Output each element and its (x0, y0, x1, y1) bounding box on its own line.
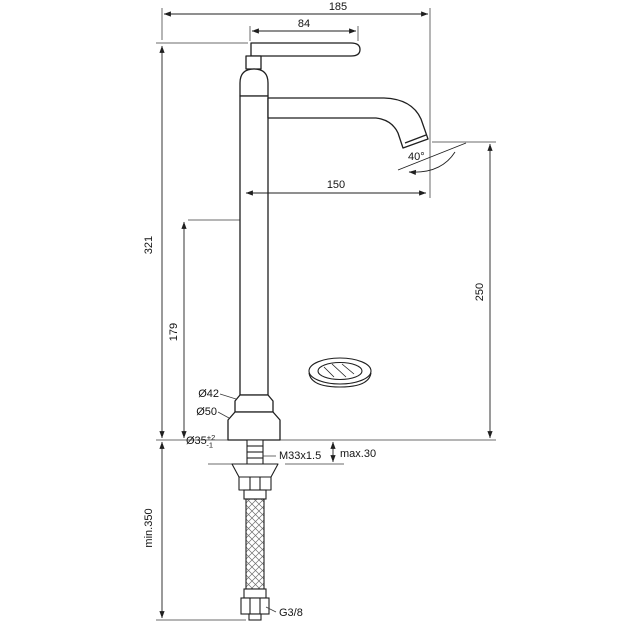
dim-shank-thread: M33x1.5 (279, 450, 321, 462)
faucet-cartridge-dome (239, 68, 269, 97)
spout-aerator-line (404, 134, 427, 144)
faucet-neck-flare (234, 394, 274, 413)
hose-braid (245, 498, 265, 590)
dim-outlet-height: 250 (474, 283, 486, 301)
dim-max-deck-thickness: max.30 (340, 448, 376, 460)
hose-end-nut (240, 597, 270, 615)
dim-body-diameter: Ø42 (198, 388, 219, 400)
extension-lines (156, 8, 496, 621)
aerator-detail (308, 357, 372, 388)
faucet-body-column (239, 95, 269, 396)
dim-hose-thread: G3/8 (279, 607, 303, 619)
dim-lever-length: 84 (298, 18, 310, 30)
dim-overall-width: 185 (329, 1, 347, 13)
dimension-lines (159, 11, 493, 619)
supply-hose (240, 489, 270, 621)
dimension-labels: 185 84 321 179 min.350 250 150 40° Ø42 Ø… (143, 1, 486, 619)
faucet-lever (250, 42, 361, 57)
dim-hole-diameter: Ø35+2-1 (186, 433, 215, 450)
mounting-nut (238, 476, 272, 491)
hose-crimp-collar (243, 489, 267, 500)
hose-end-nipple (248, 613, 262, 621)
faucet-base (227, 411, 281, 441)
leader-lines (217, 393, 277, 613)
dim-min-hose-length: min.350 (143, 508, 155, 547)
dim-column-height: 179 (168, 323, 180, 341)
dim-base-diameter: Ø50 (196, 406, 217, 418)
dim-spout-reach: 150 (327, 179, 345, 191)
hose-end-collar (243, 588, 267, 599)
dim-spout-angle: 40° (408, 151, 425, 163)
spout-angle-annotation (397, 142, 467, 176)
faucet-lever-pin (245, 55, 262, 70)
faucet (227, 42, 429, 441)
mounting-hardware (231, 439, 279, 491)
dim-total-height: 321 (143, 236, 155, 254)
mounting-washer (231, 463, 279, 478)
faucet-spout (267, 97, 429, 149)
